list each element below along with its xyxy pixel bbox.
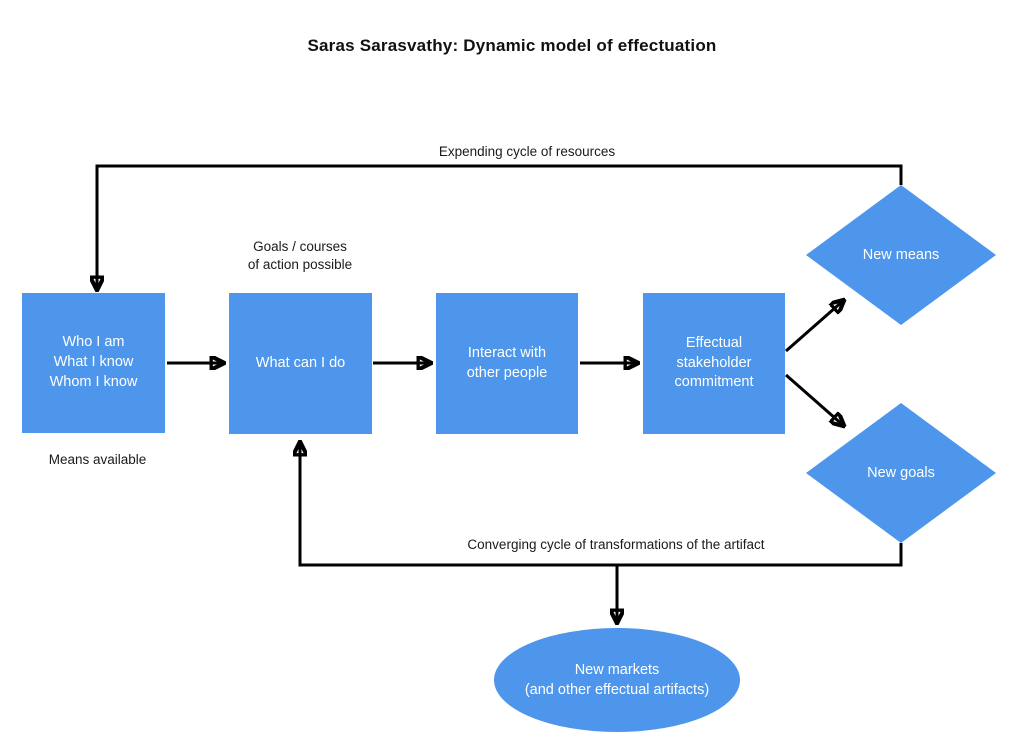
diagram-title: Saras Sarasvathy: Dynamic model of effec…: [307, 36, 717, 55]
converging-cycle-connector: [300, 442, 903, 567]
node-new-markets: New markets (and other effectual artifac…: [494, 628, 740, 732]
new-means-diamond: [806, 185, 996, 325]
node-what-can-i-do: What can I do: [229, 293, 372, 434]
expending-cycle-connector: [97, 164, 903, 290]
new-means-label: New means: [862, 247, 940, 263]
node-effectual-stakeholder-commitment: Effectual stakeholder commitment: [643, 293, 785, 434]
means-available-label: Means available: [48, 452, 147, 467]
converging-cycle-label: Converging cycle of transformations of t…: [467, 537, 765, 552]
new-goals-label: New goals: [867, 465, 935, 481]
new-goals-diamond: [806, 403, 996, 543]
commitment-to-new-means-arrow: [785, 300, 844, 353]
goals-possible-label: Goals / courses of action possible: [247, 239, 353, 272]
node-who-i-am: Who I am What I know Whom I know: [22, 293, 165, 433]
commitment-to-new-goals-arrow: [785, 373, 844, 426]
node-interact-with-other-people: Interact with other people: [436, 293, 578, 434]
expending-cycle-label: Expending cycle of resources: [438, 144, 616, 159]
